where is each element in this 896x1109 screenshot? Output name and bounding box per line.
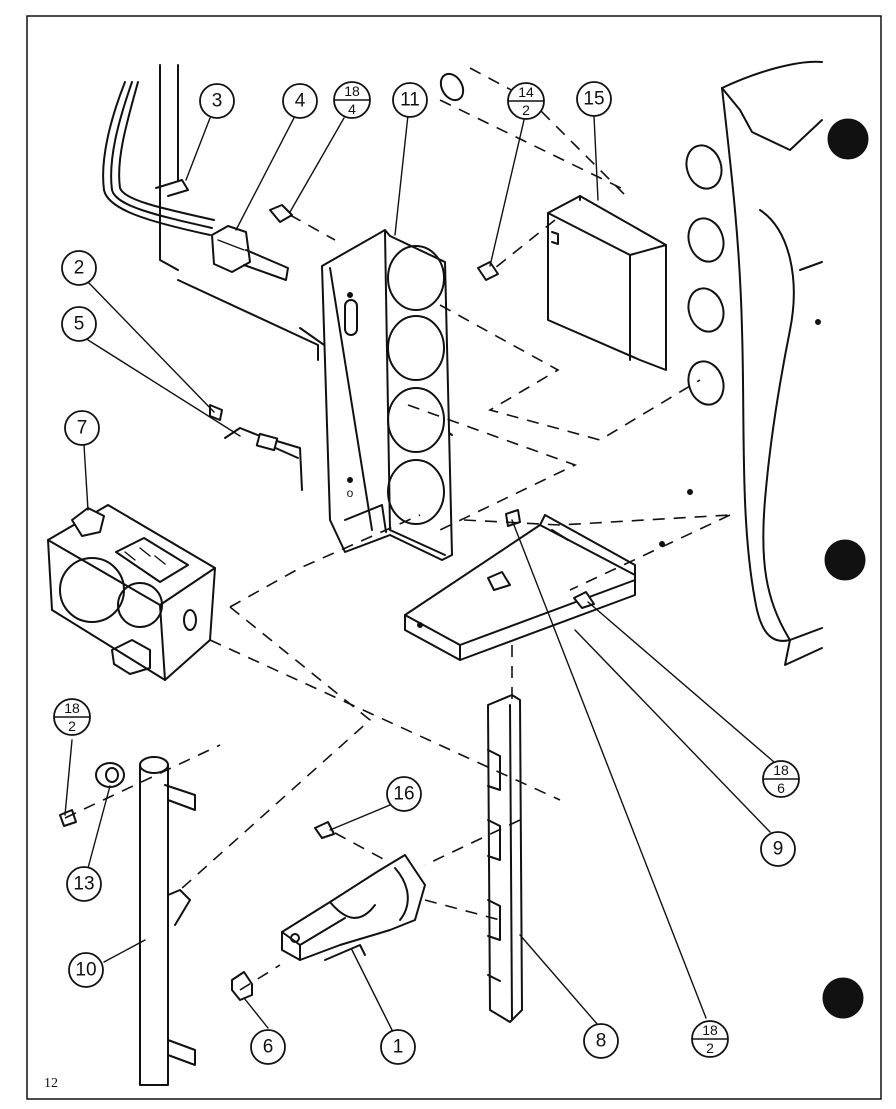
cabinet-panel [659,60,823,666]
callout-9: 9 [760,831,796,867]
fraction-18-6-top: 18 [773,762,789,778]
part-11-mounting-bracket: o [321,229,453,561]
callout-5-label: 5 [74,314,85,335]
part-7-control-box [47,504,216,681]
callout-1-label: 1 [393,1037,404,1058]
fraction-14-2-top: 14 [518,84,534,100]
binder-hole-bottom [822,977,864,1019]
leader-lines [64,114,775,1031]
callout-11-label: 11 [400,90,420,111]
fraction-18-6-bottom: 6 [777,780,785,796]
part-8-rail [487,694,523,1023]
callout-3-label: 3 [212,91,223,112]
callout-4: 4 [282,83,318,119]
callout-11: 11 [392,82,428,118]
screw-18-2-left [59,809,77,827]
part-5-ignitor [224,427,303,491]
fraction-18-2-bottom-bottom: 2 [706,1040,714,1056]
part-4-sensor [211,225,289,281]
callout-10: 10 [68,952,104,988]
part-6-fitting [231,971,253,1001]
part-3-clip [155,179,189,197]
screw-14-2 [477,261,499,281]
callout-15-label: 15 [583,89,604,110]
callout-16: 16 [386,776,422,812]
callout-2: 2 [61,250,97,286]
fraction-14-2-bottom: 2 [522,102,530,118]
page-border [26,15,882,1100]
page-number: 12 [44,1076,58,1091]
fraction-callout-18-4: 18 4 [333,81,371,119]
callout-3: 3 [199,83,235,119]
fraction-callout-18-2-left: 18 2 [53,698,91,736]
assembly-dashed-lines [64,67,731,991]
callout-13-label: 13 [73,874,94,895]
fraction-18-2-left-top: 18 [64,700,80,716]
binder-hole-middle [824,539,866,581]
callout-9-label: 9 [773,839,784,860]
callout-4-label: 4 [295,91,306,112]
fraction-callout-18-6: 18 6 [762,760,800,798]
callout-6: 6 [250,1029,286,1065]
fraction-18-2-bottom-top: 18 [702,1022,718,1038]
callout-7-label: 7 [77,418,88,439]
part-1-burner [281,854,426,961]
screw-18-6 [573,591,595,609]
fraction-callout-14-2: 14 2 [507,82,545,120]
callout-8-label: 8 [596,1031,607,1052]
part-10-pipe [139,756,196,1086]
callout-2-label: 2 [74,258,85,279]
callout-15: 15 [576,81,612,117]
callout-1: 1 [380,1029,416,1065]
fraction-18-2-left-bottom: 2 [68,718,76,734]
binder-hole-top [827,118,869,160]
cabinet-knockouts [439,72,725,406]
fraction-18-4-top: 18 [344,83,360,99]
callout-10-label: 10 [75,960,96,981]
part-15-cover-box [547,195,667,371]
svg-text:o: o [347,486,354,500]
callout-16-label: 16 [393,784,414,805]
part-9-burner-tray [404,514,636,661]
screw-18-4 [269,204,293,223]
part-2-screw [209,404,223,421]
fraction-18-4-bottom: 4 [348,101,356,117]
part-16-screw [314,821,335,839]
part-13-orifice [95,762,125,788]
callout-8: 8 [583,1023,619,1059]
callout-7: 7 [64,410,100,446]
fraction-callout-18-2-bottom: 18 2 [691,1020,729,1058]
callout-5: 5 [61,306,97,342]
callout-6-label: 6 [263,1037,274,1058]
callout-13: 13 [66,866,102,902]
